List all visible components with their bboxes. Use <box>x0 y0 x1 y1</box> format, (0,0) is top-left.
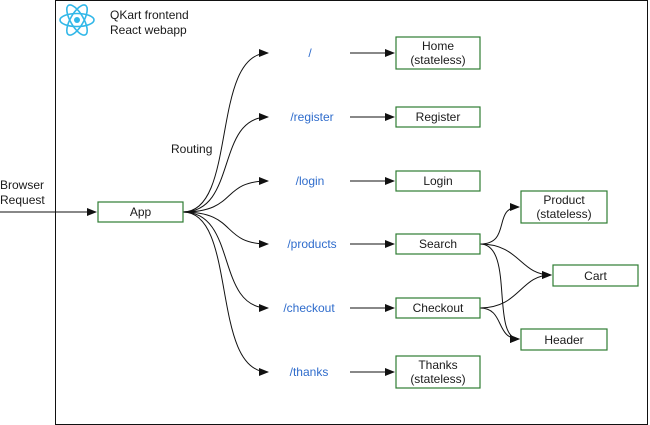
node-register-label: Register <box>416 110 461 124</box>
diagram-title-line1: QKart frontend <box>110 8 189 22</box>
browser-request-label-line1: Browser <box>0 178 44 192</box>
route-products: /products <box>287 237 336 251</box>
node-header-label: Header <box>544 333 583 347</box>
react-logo-icon <box>59 4 95 36</box>
node-thanks-label: Thanks <box>418 358 457 372</box>
node-login-label: Login <box>423 174 452 188</box>
node-product-sublabel: (stateless) <box>536 207 591 221</box>
node-app-label: App <box>130 205 152 219</box>
edge-app-to-checkout <box>182 211 269 312</box>
node-product-label: Product <box>543 193 585 207</box>
edge-checkout-to-cart <box>479 271 552 309</box>
diagram-title-line2: React webapp <box>110 23 187 37</box>
node-product: Product (stateless) <box>520 190 608 224</box>
node-register: Register <box>395 106 481 128</box>
route-login: /login <box>296 174 325 188</box>
edge-app-to-thanks <box>182 211 269 376</box>
edge-app-to-login <box>182 177 269 213</box>
node-search-label: Search <box>419 237 457 251</box>
node-home-label: Home <box>422 39 454 53</box>
node-search: Search <box>395 233 481 255</box>
edge-search-to-header <box>479 243 520 343</box>
node-app: App <box>97 201 184 223</box>
node-cart: Cart <box>552 264 639 287</box>
node-login: Login <box>395 170 481 192</box>
browser-request-label-line2: Request <box>0 193 45 207</box>
node-checkout-label: Checkout <box>413 301 464 315</box>
node-header: Header <box>520 328 608 351</box>
route-root: / <box>308 46 312 60</box>
node-thanks-sublabel: (stateless) <box>410 372 465 386</box>
node-checkout: Checkout <box>395 297 481 319</box>
route-checkout: /checkout <box>283 301 335 315</box>
edge-app-to-register <box>182 113 269 213</box>
edge-app-to-root <box>182 49 269 213</box>
node-cart-label: Cart <box>584 269 607 283</box>
edge-checkout-to-header <box>479 307 520 343</box>
node-thanks: Thanks (stateless) <box>395 355 481 389</box>
route-register: /register <box>290 110 333 124</box>
edge-search-to-product <box>479 203 520 245</box>
node-home-sublabel: (stateless) <box>410 53 465 67</box>
node-home: Home (stateless) <box>395 36 481 70</box>
routing-label: Routing <box>171 142 212 156</box>
route-thanks: /thanks <box>290 365 329 379</box>
edge-app-to-products <box>182 211 269 248</box>
